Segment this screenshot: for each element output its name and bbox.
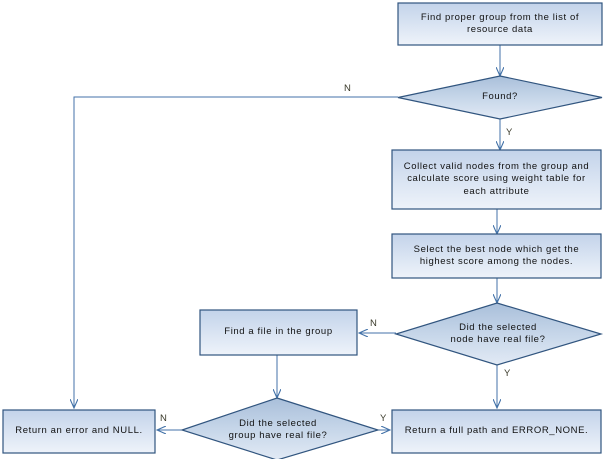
edge-label-group-has-file-yes: Y — [380, 413, 387, 424]
edge-label-node-has-file-no: N — [370, 318, 378, 329]
edge-found-no-to-return-error — [74, 96, 398, 408]
node-group-has-file — [180, 397, 381, 459]
node-found — [397, 75, 603, 120]
edge-label-group-has-file-no: N — [160, 413, 168, 424]
edge-label-found-yes: Y — [506, 127, 513, 138]
node-return-error — [2, 409, 156, 454]
node-select-best-node — [391, 233, 602, 279]
edge-label-node-has-file-yes: Y — [504, 368, 511, 379]
node-find-group — [397, 2, 603, 46]
node-find-file-in-group — [199, 309, 358, 356]
node-collect-nodes — [391, 149, 602, 210]
node-node-has-file — [393, 302, 604, 366]
node-return-path — [391, 409, 602, 454]
edge-label-found-no: N — [344, 83, 352, 94]
